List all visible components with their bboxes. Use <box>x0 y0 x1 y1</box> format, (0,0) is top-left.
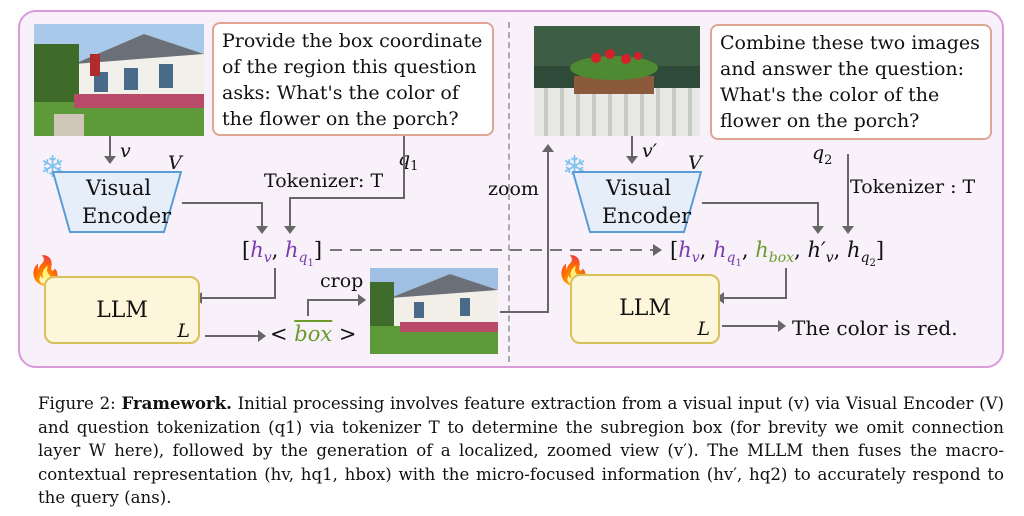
tokenizer-right-label: Tokenizer : T <box>850 176 976 198</box>
encoder-symbol-1: V <box>168 152 182 174</box>
llm-box-2: LLM L <box>570 274 720 344</box>
question-box-2: Combine these two images and answer the … <box>710 24 992 140</box>
llm-symbol-2: L <box>697 318 710 340</box>
encoder-label-line2: Encoder <box>82 204 172 228</box>
visual-encoder-2: Visual Encoder <box>572 170 702 234</box>
llm-symbol-1: L <box>177 320 190 342</box>
caption-body: Initial processing involves feature extr… <box>38 394 1005 507</box>
encoder-label-line2: Encoder <box>602 204 692 228</box>
cropped-house-photo <box>370 268 498 354</box>
arrow-v-prime <box>626 136 638 164</box>
tokenizer-left-label: Tokenizer: T <box>264 170 384 192</box>
zoom-label: zoom <box>488 178 539 200</box>
arrow-v <box>104 136 116 164</box>
panel-divider <box>508 22 510 362</box>
v-prime-label: v′ <box>642 140 658 162</box>
box-token: < box > <box>270 322 357 346</box>
crop-label: crop <box>320 270 364 292</box>
token-right: [hv, hq1, hbox, h′v, hq2] <box>670 238 885 269</box>
zoomed-porch-photo <box>534 26 700 136</box>
encoder-symbol-2: V <box>688 152 702 174</box>
encoder-label-line1: Visual <box>606 176 672 200</box>
house-photo <box>34 24 204 136</box>
visual-encoder-1: Visual Encoder <box>52 170 182 234</box>
arrows-layer <box>182 136 854 342</box>
caption-title: Framework. <box>121 393 232 413</box>
figure-caption: Figure 2: Framework. Initial processing … <box>38 392 1004 510</box>
encoder-label-line1: Visual <box>86 176 152 200</box>
question-box-1: Provide the box coordinate of the region… <box>212 22 494 136</box>
v-label: v <box>120 140 131 162</box>
answer-text: The color is red. <box>792 316 958 340</box>
caption-figure-label: Figure 2: <box>38 394 116 413</box>
q2-label: q2 <box>812 142 833 168</box>
llm-box-1: LLM L <box>44 276 200 344</box>
token-left: [hv, hq1] <box>242 238 323 269</box>
llm-label-2: LLM <box>619 296 671 321</box>
llm-label-1: LLM <box>96 298 148 323</box>
